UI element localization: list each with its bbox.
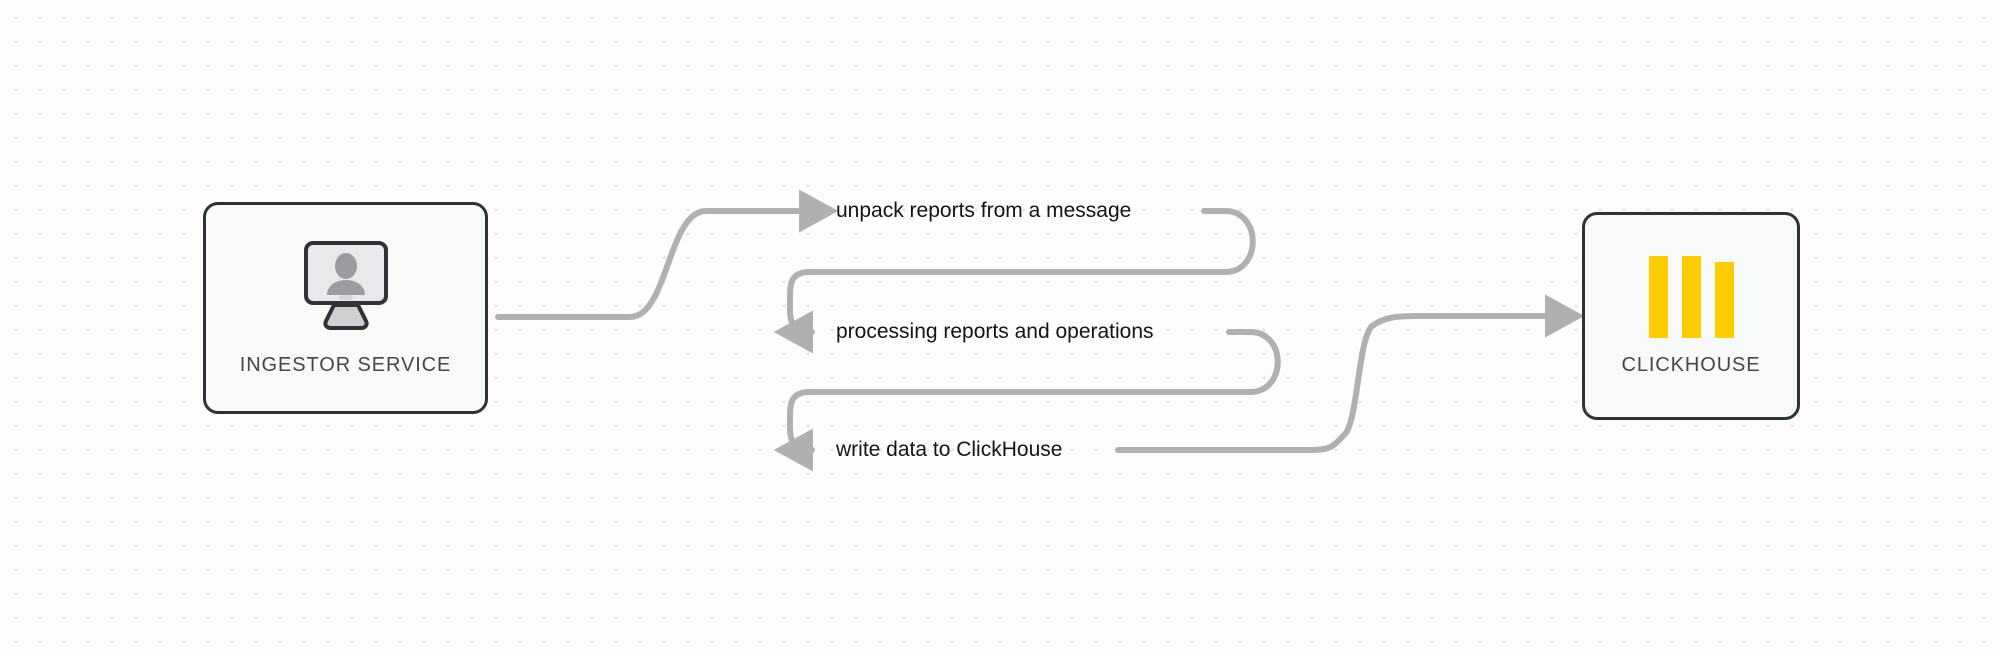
clickhouse-logo-icon [1648, 255, 1734, 338]
edge-ingestor-to-unpack [495, 189, 839, 320]
edge-write-to-clickhouse [1115, 294, 1585, 453]
clickhouse-bar-1 [1648, 255, 1668, 338]
node-label-ingestor: INGESTOR SERVICE [239, 354, 452, 376]
clickhouse-bar-2 [1681, 255, 1701, 338]
node-ingestor-service[interactable]: INGESTOR SERVICE [203, 202, 488, 414]
edge-loop-to-write [773, 411, 815, 472]
monitor-user-icon [294, 239, 398, 336]
edge-label-processing: processing reports and operations [836, 320, 1154, 343]
edge-unpack-loop [787, 208, 1256, 303]
edge-loop-to-processing [773, 293, 815, 354]
node-label-clickhouse: CLICKHOUSE [1621, 353, 1761, 376]
edge-processing-loop [787, 329, 1281, 423]
node-clickhouse[interactable]: CLICKHOUSE [1582, 212, 1800, 420]
edge-label-write: write data to ClickHouse [836, 438, 1063, 461]
edge-label-unpack: unpack reports from a message [836, 199, 1132, 222]
clickhouse-bar-3 [1714, 261, 1734, 338]
